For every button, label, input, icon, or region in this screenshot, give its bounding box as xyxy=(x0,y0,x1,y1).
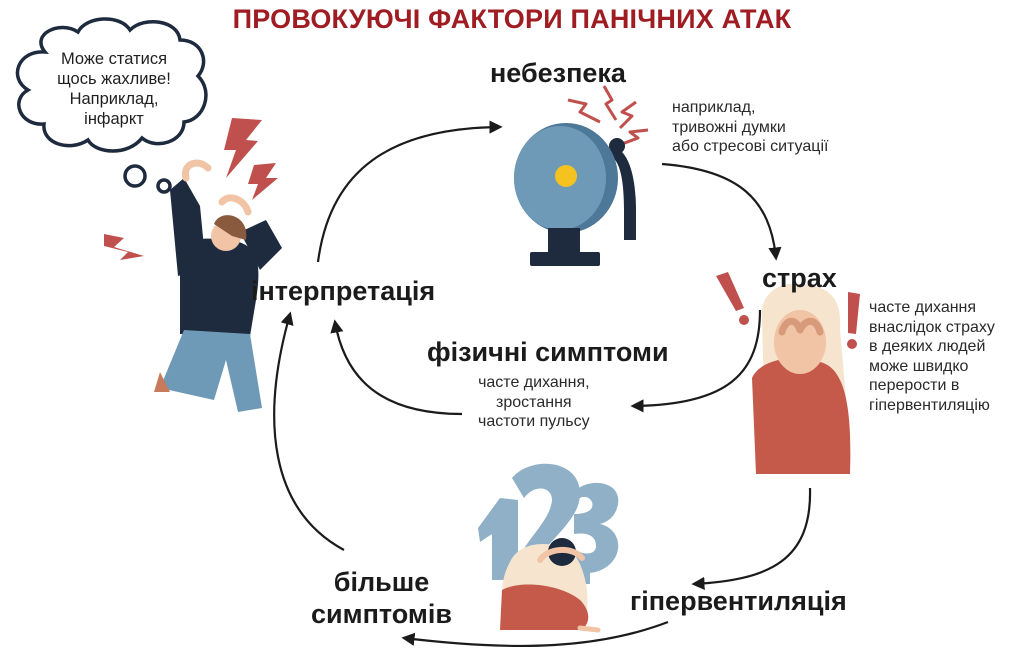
stage-fear-label: страх xyxy=(762,263,837,293)
note-line: зростання xyxy=(496,393,572,411)
stage-interpretation-label: інтерпретація xyxy=(251,276,436,306)
note-line: тривожні думки xyxy=(672,118,786,136)
stage-physical-symptoms-label: фізичні симптоми xyxy=(427,337,669,367)
note-line: наприклад, xyxy=(672,99,756,116)
note-line: частоти пульсу xyxy=(478,413,590,430)
covering-face-woman-illustration xyxy=(752,283,851,474)
arrow-physical-to-interpretation xyxy=(330,319,463,416)
thought-line: Наприклад, xyxy=(69,90,159,108)
stage-more-line: симптомів xyxy=(311,599,452,629)
exclamation-icon xyxy=(716,272,860,349)
arrow-hyperventilation-to-more xyxy=(401,620,669,648)
crouching-person-illustration xyxy=(500,538,601,633)
stage-fear-note: часте дихання внаслідок страху в деяких … xyxy=(869,298,995,415)
arrow-interpretation-to-danger xyxy=(316,120,503,263)
panicking-man-illustration xyxy=(154,159,282,412)
arrow-more-to-interpretation xyxy=(273,311,345,551)
note-line: часте дихання, xyxy=(478,374,590,391)
lightning-icon xyxy=(104,118,278,260)
stage-danger-note: наприклад, тривожні думки або стресові с… xyxy=(672,98,828,157)
arrow-danger-to-fear xyxy=(661,162,782,261)
note-line: часте дихання xyxy=(869,299,977,316)
thought-cloud-icon xyxy=(15,17,208,194)
cycle-arrows xyxy=(273,120,812,648)
note-line: або стресові ситуації xyxy=(672,138,829,155)
thought-line: інфаркт xyxy=(84,110,144,128)
note-line: перерости в xyxy=(869,377,960,394)
note-line: внаслідок страху xyxy=(869,318,995,336)
alarm-bell-icon xyxy=(514,123,636,266)
arrow-fear-to-hyperventilation xyxy=(691,487,812,591)
thought-bubble-text: Може статися щось жахливе! Наприклад, ін… xyxy=(44,49,184,129)
stage-physical-symptoms-note: часте дихання, зростання частоти пульсу xyxy=(478,373,590,432)
page-title: ПРОВОКУЮЧІ ФАКТОРИ ПАНІЧНИХ АТАК xyxy=(232,4,792,34)
arrow-fear-to-physical xyxy=(630,309,762,413)
stage-danger-label: небезпека xyxy=(490,58,626,88)
stage-hyperventilation-label: гіпервентиляція xyxy=(630,586,847,616)
stage-more-symptoms-label: більше симптомів xyxy=(311,566,452,630)
thought-line: щось жахливе! xyxy=(57,70,171,88)
stage-more-line: більше xyxy=(333,567,430,597)
note-line: може швидко xyxy=(869,357,969,375)
thought-line: Може статися xyxy=(60,50,168,68)
note-line: гіпервентиляцію xyxy=(869,396,990,414)
danger-sparks-icon xyxy=(567,85,649,146)
note-line: в деяких людей xyxy=(869,338,986,355)
